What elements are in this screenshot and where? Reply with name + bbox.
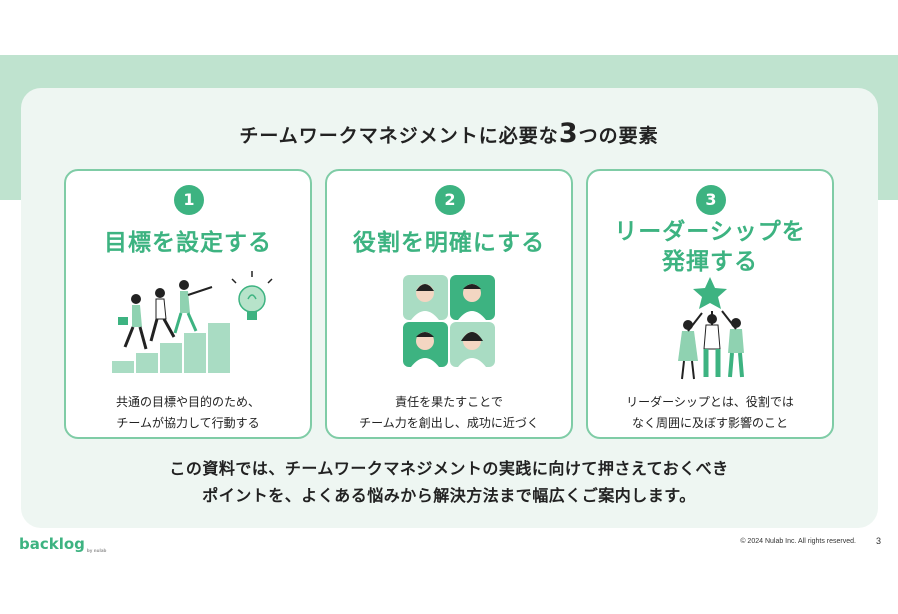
card-title: リーダーシップを 発揮する (588, 217, 832, 277)
slide-title: チームワークマネジメントに必要な3つの要素 (0, 118, 898, 149)
card-clarify-roles: 2 役割を明確にする 責任を果たすことで チーム力を創出し、成功に近づく (325, 169, 573, 439)
summary-line: この資料では、チームワークマネジメントの実践に向けて押さえておくべき (169, 459, 729, 478)
logo-text: backlog (19, 535, 85, 553)
puzzle-team-illustration (403, 275, 495, 367)
title-number: 3 (558, 118, 579, 149)
card-desc-line: チームが協力して行動する (116, 416, 260, 430)
title-suffix: つの要素 (578, 125, 659, 147)
title-prefix: チームワークマネジメントに必要な (239, 125, 559, 147)
card-desc-line: 責任を果たすことで (395, 395, 503, 409)
card-desc-line: チーム力を創出し、成功に近づく (359, 416, 539, 430)
card-number-badge: 1 (174, 185, 204, 215)
summary-text: この資料では、チームワークマネジメントの実践に向けて押さえておくべき ポイントを… (0, 455, 898, 509)
page-number: 3 (875, 536, 881, 546)
summary-line: ポイントを、よくある悩みから解決方法まで幅広くご案内します。 (202, 486, 696, 505)
copyright-notice: © 2024 Nulab Inc. All rights reserved. (740, 538, 856, 545)
card-description: リーダーシップとは、役割では なく周囲に及ぼす影響のこと (588, 392, 832, 434)
card-title: 役割を明確にする (352, 230, 546, 256)
team-climbing-illustration (112, 271, 273, 373)
card-title-line: 発揮する (662, 249, 758, 275)
card-leadership: 3 リーダーシップを 発揮する リーダーシップとは、役割では なく周囲に及ぼす影… (586, 169, 834, 439)
card-desc-line: なく周囲に及ぼす影響のこと (631, 416, 788, 430)
card-number-badge: 3 (696, 185, 726, 215)
logo-subtext: by nulab (86, 548, 107, 553)
card-description: 責任を果たすことで チーム力を創出し、成功に近づく (327, 392, 571, 434)
card-set-goals: 1 目標を設定する 共通の目標や目的のため、 チームが協力して行動する (64, 169, 312, 439)
card-description: 共通の目標や目的のため、 チームが協力して行動する (66, 392, 310, 434)
title-highlight: 3つの要素 (554, 118, 661, 149)
card-title: 目標を設定する (104, 230, 272, 256)
star-icon (693, 277, 727, 309)
card-title-line: リーダーシップを (614, 219, 806, 245)
card-number-badge: 2 (435, 185, 465, 215)
card-desc-line: リーダーシップとは、役割では (626, 395, 794, 409)
team-reaching-star-illustration (678, 277, 744, 380)
card-desc-line: 共通の目標や目的のため、 (115, 395, 260, 409)
